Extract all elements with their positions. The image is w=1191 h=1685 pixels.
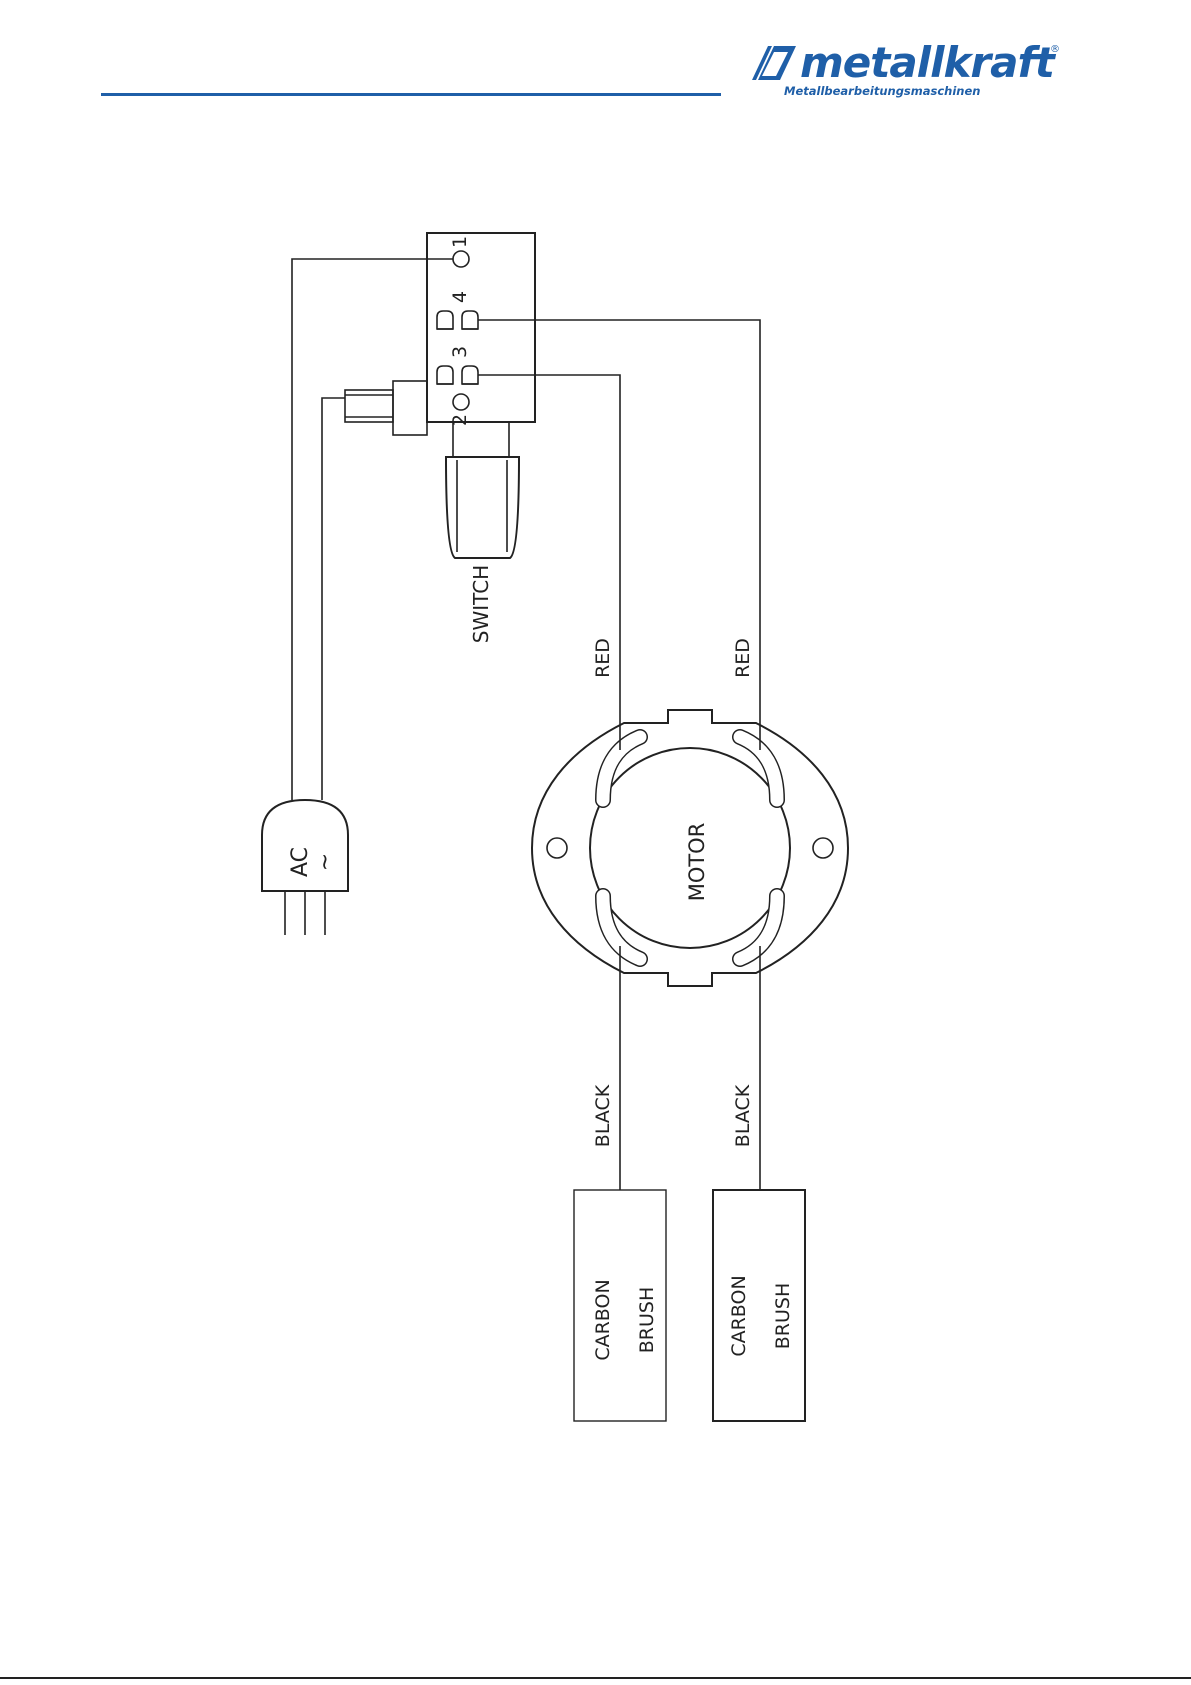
terminal-4-connector bbox=[437, 311, 453, 329]
terminal-2-contact bbox=[453, 394, 469, 410]
red-wire-1-label: RED bbox=[592, 638, 614, 678]
switch-label: SWITCH bbox=[469, 565, 493, 643]
black-wire-2-label: BLACK bbox=[732, 1084, 754, 1147]
mounting-hole bbox=[813, 838, 833, 858]
motor-slot bbox=[740, 896, 777, 959]
motor-slot bbox=[603, 896, 640, 959]
motor-label: MOTOR bbox=[685, 823, 709, 902]
plug-ac-label: AC bbox=[288, 847, 313, 877]
red-wire-2-label: RED bbox=[732, 638, 754, 678]
supply-wire-2 bbox=[322, 398, 345, 800]
motor-slot bbox=[603, 737, 640, 800]
terminal-4-connector bbox=[462, 311, 478, 329]
carbon-brush-2-label-line1: CARBON bbox=[728, 1275, 750, 1356]
switch-body bbox=[427, 233, 535, 422]
footer-rule bbox=[0, 1677, 1191, 1679]
plug-tilde-label: ~ bbox=[313, 853, 338, 871]
terminal-2-label: 2 bbox=[449, 414, 471, 426]
terminal-3-label: 3 bbox=[449, 346, 471, 358]
switch bbox=[345, 233, 535, 558]
supply-wire-1 bbox=[292, 259, 453, 800]
red-wire-2 bbox=[478, 320, 760, 750]
terminal-3-connector bbox=[437, 366, 453, 384]
carbon-brush-1-label-line2: BRUSH bbox=[636, 1287, 658, 1354]
terminal-1-contact bbox=[453, 251, 469, 267]
terminal-1-label: 1 bbox=[449, 236, 471, 248]
carbon-brush-1-label-line1: CARBON bbox=[592, 1279, 614, 1360]
mounting-hole bbox=[547, 838, 567, 858]
motor-slot bbox=[740, 737, 777, 800]
red-wire-1 bbox=[478, 375, 620, 750]
terminal-4-label: 4 bbox=[449, 291, 471, 303]
carbon-brush-2-label-line2: BRUSH bbox=[772, 1283, 794, 1350]
cable-strain-relief bbox=[393, 381, 427, 435]
black-wire-1-label: BLACK bbox=[592, 1084, 614, 1147]
terminal-3-connector bbox=[462, 366, 478, 384]
switch-shaft bbox=[453, 422, 509, 457]
